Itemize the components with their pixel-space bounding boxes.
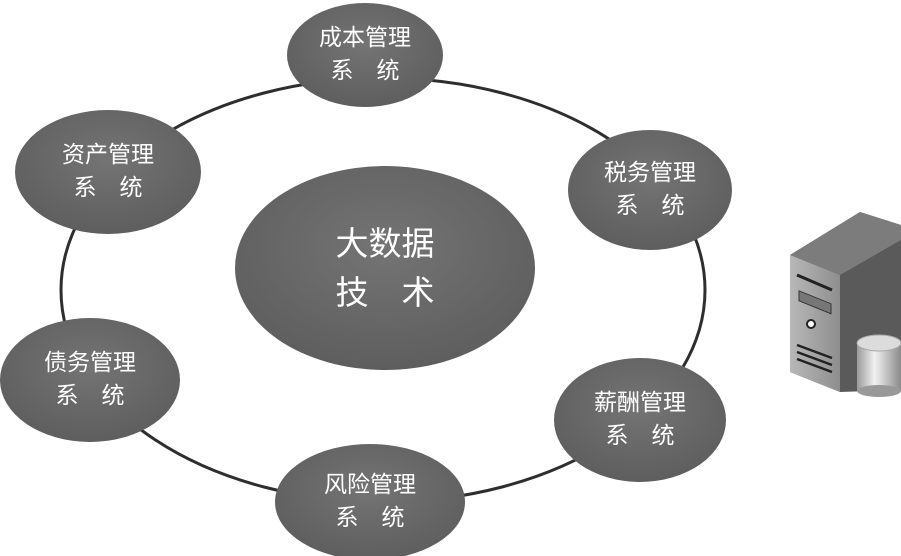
- label-line2: 系 统: [605, 423, 675, 449]
- label-line2: 系 统: [615, 193, 685, 219]
- label-line1: 风险管理: [324, 471, 416, 498]
- asset-system-label: 资产管理 系 统: [15, 110, 201, 234]
- node-risk: [275, 444, 465, 556]
- tax-system-label: 税务管理 系 统: [568, 130, 732, 250]
- debt-system-label: 债务管理 系 统: [0, 318, 180, 442]
- server-icon: [790, 212, 901, 397]
- cost-system-label: 成本管理 系 统: [287, 3, 443, 107]
- label-line1: 资产管理: [62, 141, 154, 168]
- label-line1: 成本管理: [319, 24, 411, 51]
- label-line2: 系 统: [335, 505, 405, 531]
- label-line1: 税务管理: [604, 159, 696, 186]
- center-line2: 技 术: [335, 273, 435, 312]
- node-cost: [287, 3, 443, 107]
- label-line1: 债务管理: [44, 349, 136, 376]
- risk-system-label: 风险管理 系 统: [275, 444, 465, 556]
- node-asset: [15, 110, 201, 234]
- node-tax: [568, 130, 732, 250]
- label-line2: 系 统: [330, 58, 400, 84]
- center-label: 大数据 技 术: [235, 166, 535, 370]
- node-debt: [0, 318, 180, 442]
- label-line1: 薪酬管理: [594, 389, 686, 416]
- label-line2: 系 统: [55, 383, 125, 409]
- label-line2: 系 统: [73, 175, 143, 201]
- node-salary: [554, 358, 726, 482]
- center-ellipse: [235, 166, 535, 370]
- salary-system-label: 薪酬管理 系 统: [554, 358, 726, 482]
- center-line1: 大数据: [335, 223, 435, 263]
